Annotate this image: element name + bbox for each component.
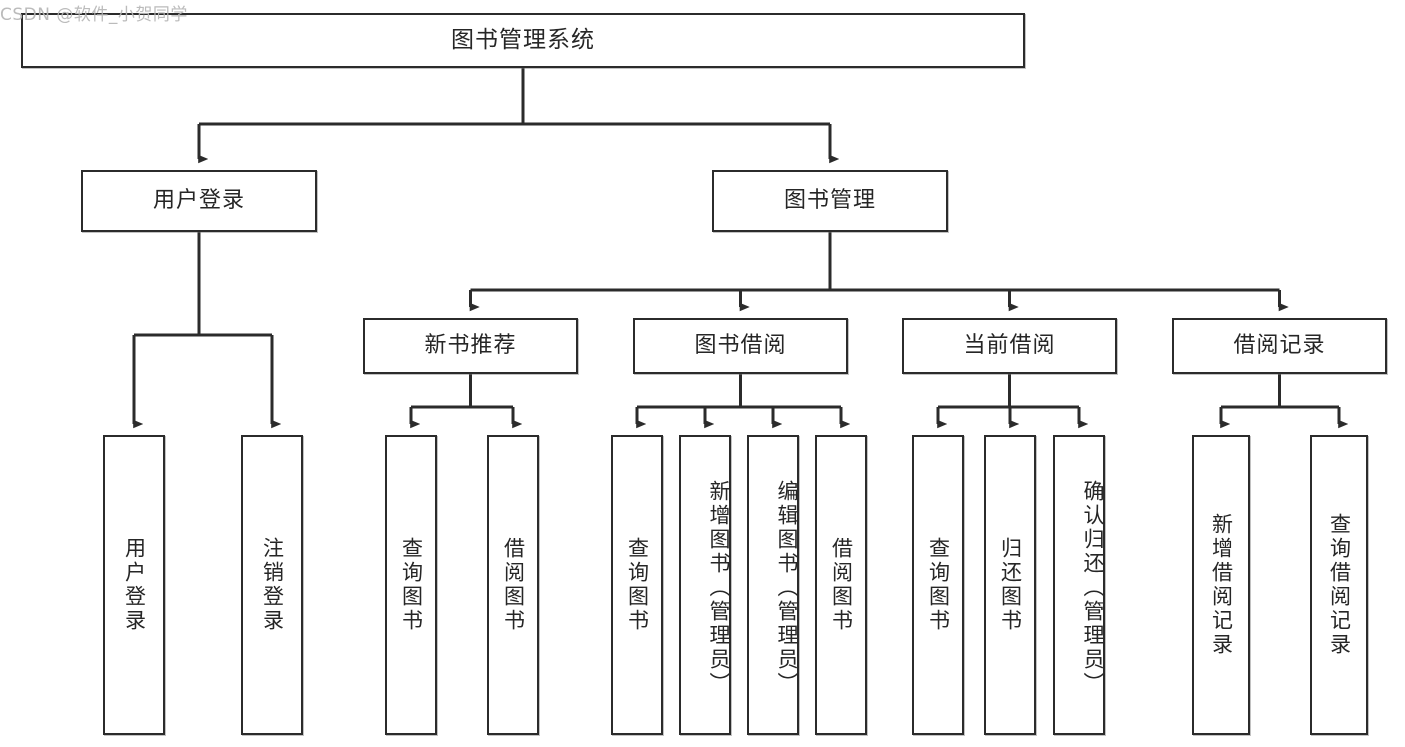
node-label: 查询图书 bbox=[625, 537, 650, 633]
node-label: 新增图书（管理员） bbox=[707, 480, 731, 696]
node-root: 图书管理系统 bbox=[21, 13, 1025, 68]
node-label: 确认归还（管理员） bbox=[1081, 480, 1105, 696]
node-leaf-book-edit: 编辑图书（管理员） bbox=[747, 435, 799, 735]
node-book-borrow: 图书借阅 bbox=[633, 318, 848, 374]
csdn-watermark: CSDN @软件_小贺同学 bbox=[0, 5, 188, 25]
node-label: 当前借阅 bbox=[963, 332, 1056, 358]
node-leaf-cur-query: 查询图书 bbox=[912, 435, 964, 735]
node-label: 借阅图书 bbox=[501, 537, 526, 633]
node-label: 查询借阅记录 bbox=[1327, 513, 1352, 657]
node-leaf-book-borrow: 借阅图书 bbox=[815, 435, 867, 735]
node-label: 图书管理 bbox=[783, 187, 876, 213]
node-leaf-user-login: 用户登录 bbox=[103, 435, 165, 735]
node-label: 图书管理系统 bbox=[451, 26, 595, 53]
node-leaf-cur-return: 归还图书 bbox=[984, 435, 1036, 735]
node-label: 用户登录 bbox=[122, 537, 147, 633]
node-leaf-rec-borrow: 借阅图书 bbox=[487, 435, 539, 735]
node-label: 查询图书 bbox=[926, 537, 951, 633]
node-new-book-rec: 新书推荐 bbox=[363, 318, 578, 374]
node-leaf-rec-query: 查询图书 bbox=[385, 435, 437, 735]
node-current-borrow: 当前借阅 bbox=[902, 318, 1117, 374]
node-label: 新增借阅记录 bbox=[1209, 513, 1234, 657]
node-leaf-rec-query2: 查询借阅记录 bbox=[1310, 435, 1368, 735]
node-leaf-cur-confirm: 确认归还（管理员） bbox=[1053, 435, 1105, 735]
node-borrow-record: 借阅记录 bbox=[1172, 318, 1387, 374]
node-leaf-user-logout: 注销登录 bbox=[241, 435, 303, 735]
node-user-login: 用户登录 bbox=[81, 170, 317, 232]
node-label: 借阅图书 bbox=[829, 537, 854, 633]
node-label: 查询图书 bbox=[399, 537, 424, 633]
node-label: 新书推荐 bbox=[424, 332, 517, 358]
node-leaf-rec-add: 新增借阅记录 bbox=[1192, 435, 1250, 735]
node-leaf-book-add: 新增图书（管理员） bbox=[679, 435, 731, 735]
node-label: 图书借阅 bbox=[694, 332, 787, 358]
node-label: 借阅记录 bbox=[1233, 332, 1326, 358]
node-label: 注销登录 bbox=[260, 537, 285, 633]
node-label: 用户登录 bbox=[152, 187, 245, 213]
node-label: 归还图书 bbox=[998, 537, 1023, 633]
node-leaf-borrow-query: 查询图书 bbox=[611, 435, 663, 735]
node-book-manage: 图书管理 bbox=[712, 170, 948, 232]
node-label: 编辑图书（管理员） bbox=[775, 480, 799, 696]
